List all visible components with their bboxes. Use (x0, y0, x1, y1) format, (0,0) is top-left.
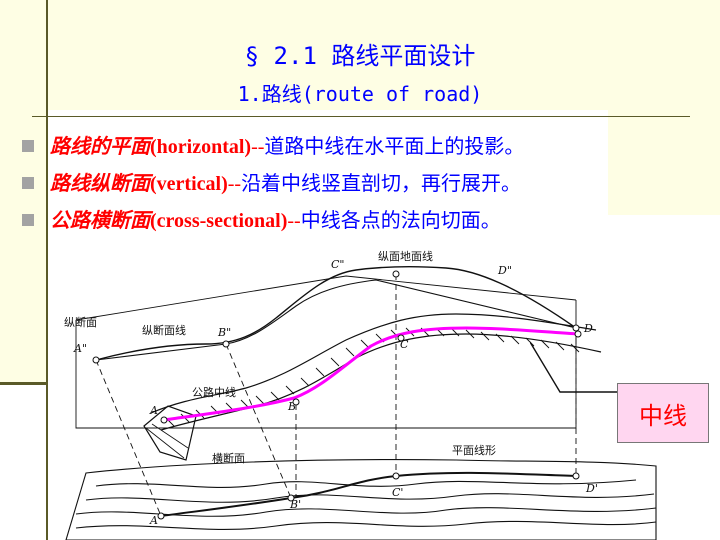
decorative-top-band (0, 0, 720, 110)
contour-line (85, 493, 655, 503)
profile-design-line (95, 279, 577, 361)
label-a: A (149, 404, 158, 417)
label-a-double-prime: A" (73, 342, 87, 355)
route-diagram: A" B" C" D" A B C D A' B' C' D' 纵面地面线 纵断… (64, 249, 657, 540)
label-d-double-prime: D" (497, 264, 512, 277)
bullet-vertical: 路线纵断面(vertical)--沿着中线竖直剖切，再行展开。 (20, 167, 685, 200)
profile-ground-line (95, 265, 577, 361)
decorative-vertical-rule (46, 0, 48, 540)
label-profile-plane: 纵断面 (64, 315, 97, 329)
term-label: 路线纵断面 (50, 171, 150, 195)
plan-alignment-line (160, 471, 577, 517)
term-definition: 道路中线在水平面上的投影。 (264, 134, 525, 158)
centerline-callout: 中线 (617, 383, 709, 443)
bullet-marker (22, 177, 34, 189)
label-d-prime: D' (585, 482, 598, 495)
bullet-cross-sectional: 公路横断面(cross-sectional)--中线各点的法向切面。 (20, 204, 685, 237)
label-d: D (583, 322, 593, 335)
label-centerline: 公路中线 (192, 385, 236, 399)
term-label: 公路横断面 (50, 208, 150, 232)
label-b: B (287, 400, 296, 413)
road-centerline (163, 326, 579, 422)
bullet-marker (22, 140, 34, 152)
term-english: (horizontal) (150, 136, 252, 158)
bullet-horizontal: 路线的平面(horizontal)--道路中线在水平面上的投影。 (20, 130, 685, 163)
contour-line (95, 479, 637, 488)
slide-title: § 2.1 路线平面设计 (244, 42, 476, 70)
decorative-left-band (0, 110, 46, 382)
decorative-horizontal-rule (32, 116, 690, 117)
label-profile-line: 纵断面线 (142, 323, 186, 337)
cross-section-block (143, 405, 197, 461)
bullet-marker (22, 214, 34, 226)
callout-leader-line (530, 341, 618, 393)
decorative-right-band (608, 110, 720, 215)
term-label: 路线的平面 (50, 134, 150, 158)
decorative-left-rule (0, 382, 46, 385)
term-dash: -- (227, 173, 242, 195)
label-ground-line: 纵面地面线 (378, 249, 433, 263)
term-definition: 沿着中线竖直剖切，再行展开。 (241, 171, 522, 195)
label-cross-section: 横断面 (212, 451, 245, 465)
term-dash: -- (251, 136, 265, 158)
term-definition: 中线各点的法向切面。 (300, 208, 501, 232)
term-english: (vertical) (150, 173, 228, 195)
label-b-double-prime: B" (217, 326, 231, 339)
slide-subtitle: 1.路线(route of road) (237, 82, 483, 106)
label-c: C (400, 338, 409, 351)
label-c-double-prime: C" (331, 258, 344, 271)
label-c-prime: C' (392, 486, 403, 499)
label-a-prime: A' (149, 514, 161, 527)
bullet-list: 路线的平面(horizontal)--道路中线在水平面上的投影。 路线纵断面(v… (20, 130, 685, 241)
term-dash: -- (287, 210, 301, 232)
label-plan-line: 平面线形 (452, 443, 496, 457)
contour-line (75, 520, 657, 530)
terrain-ridge (150, 313, 597, 414)
plan-surface-outline (65, 459, 657, 540)
term-english: (cross-sectional) (150, 210, 288, 232)
